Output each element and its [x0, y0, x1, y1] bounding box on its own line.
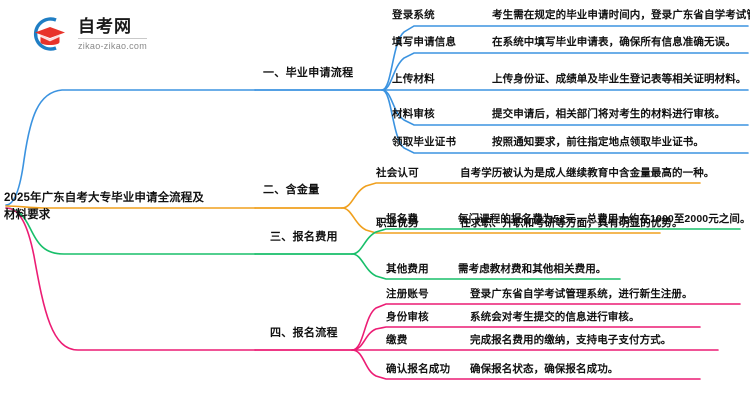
node-4-3-key: 缴费: [386, 333, 408, 346]
node-1-1-key: 登录系统: [392, 8, 435, 21]
node-1-1[interactable]: 登录系统 考生需在规定的毕业申请时间内，登录广东省自学考试管理系统。: [392, 2, 750, 26]
node-1-3[interactable]: 上传材料 上传身份证、成绩单及毕业生登记表等相关证明材料。: [392, 66, 746, 90]
node-3-1-value: 每门课程的报名费为52元，总费用大约在1000至2000元之间。: [458, 212, 750, 225]
node-4-2[interactable]: 身份审核 系统会对考生提交的信息进行审核。: [386, 304, 640, 328]
node-2-2-value: 在求职、升职和考研等方面，具有明显的优势。: [460, 216, 683, 229]
node-4-1-value: 登录广东省自学考试管理系统，进行新生注册。: [470, 287, 693, 300]
branch-label-1[interactable]: 一、毕业申请流程: [263, 67, 354, 79]
node-1-3-key: 上传材料: [392, 72, 435, 85]
node-1-2-key: 填写申请信息: [392, 35, 457, 48]
node-1-4-key: 材料审核: [392, 107, 435, 120]
node-4-2-key: 身份审核: [386, 310, 429, 323]
site-logo: 自考网 zikao-zikao.com: [30, 12, 180, 56]
node-2-1[interactable]: 社会认可 自考学历被认为是成人继续教育中含金量最高的一种。: [376, 160, 714, 184]
node-3-2[interactable]: 其他费用 需考虑教材费和其他相关费用。: [386, 256, 606, 280]
wire-branch2-item1: [341, 182, 701, 209]
node-4-1[interactable]: 注册账号 登录广东省自学考试管理系统，进行新生注册。: [386, 281, 693, 305]
node-1-3-value: 上传身份证、成绩单及毕业生登记表等相关证明材料。: [492, 72, 747, 85]
wire-root-branch4: [5, 207, 256, 351]
wire-root-branch1: [5, 89, 256, 206]
node-1-4-value: 提交申请后，相关部门将对考生的材料进行审核。: [492, 107, 726, 120]
branch-label-4[interactable]: 四、报名流程: [270, 327, 338, 339]
node-2-1-value: 自考学历被认为是成人继续教育中含金量最高的一种。: [460, 166, 715, 179]
node-3-1[interactable]: 报名费 每门课程的报名费为52元，总费用大约在1000至2000元之间。: [386, 206, 750, 230]
branch-label-3[interactable]: 三、报名费用: [270, 231, 338, 243]
node-1-5[interactable]: 领取毕业证书 按照通知要求，前往指定地点领取毕业证书。: [392, 129, 704, 153]
node-4-4-value: 确保报名状态，确保报名成功。: [470, 362, 619, 375]
node-1-5-key: 领取毕业证书: [392, 135, 457, 148]
node-2-2[interactable]: 职业优势 在求职、升职和考研等方面，具有明显的优势。: [376, 210, 683, 234]
node-4-4-key: 确认报名成功: [386, 362, 451, 375]
branch-label-2[interactable]: 二、含金量: [263, 184, 320, 196]
graduation-cap-icon: [30, 15, 72, 53]
node-1-2[interactable]: 填写申请信息 在系统中填写毕业申请表，确保所有信息准确无误。: [392, 29, 736, 53]
node-3-1-key: 报名费: [386, 212, 419, 225]
logo-text-block: 自考网 zikao-zikao.com: [78, 16, 148, 52]
node-1-2-value: 在系统中填写毕业申请表，确保所有信息准确无误。: [492, 35, 736, 48]
logo-url: zikao-zikao.com: [78, 40, 148, 51]
node-4-4[interactable]: 确认报名成功 确保报名状态，确保报名成功。: [386, 356, 618, 380]
node-1-4[interactable]: 材料审核 提交申请后，相关部门将对考生的材料进行审核。: [392, 101, 725, 125]
node-3-2-value: 需考虑教材费和其他相关费用。: [458, 262, 607, 275]
node-3-2-key: 其他费用: [386, 262, 429, 275]
logo-name: 自考网: [78, 17, 148, 39]
node-4-2-value: 系统会对考生提交的信息进行审核。: [470, 310, 640, 323]
node-1-1-value: 考生需在规定的毕业申请时间内，登录广东省自学考试管理系统。: [492, 8, 750, 21]
node-2-1-key: 社会认可: [376, 166, 419, 179]
central-topic: 2025年广东自考大专毕业申请全流程及材料要求: [4, 192, 204, 221]
node-1-5-value: 按照通知要求，前往指定地点领取毕业证书。: [492, 135, 704, 148]
node-2-2-key: 职业优势: [376, 216, 419, 229]
node-4-1-key: 注册账号: [386, 287, 429, 300]
node-4-3-value: 完成报名费用的缴纳，支持电子支付方式。: [470, 333, 672, 346]
node-4-3[interactable]: 缴费 完成报名费用的缴纳，支持电子支付方式。: [386, 327, 671, 351]
